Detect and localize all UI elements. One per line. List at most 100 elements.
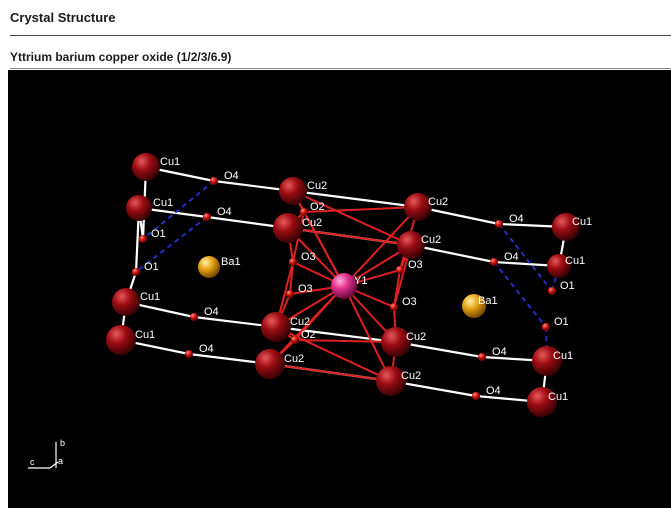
atom-label: Cu1 (565, 255, 585, 267)
atom-label: Cu2 (401, 370, 421, 382)
oxygen-atom[interactable] (478, 353, 486, 361)
atom-label: O4 (509, 213, 524, 225)
atom-label: Cu2 (406, 331, 426, 343)
copper-atom[interactable] (106, 325, 136, 355)
red-bond (294, 339, 397, 343)
oxygen-atom[interactable] (548, 287, 556, 295)
atom-label: Ba1 (221, 256, 241, 268)
copper-atom[interactable] (397, 231, 425, 259)
copper-atom[interactable] (404, 193, 432, 221)
atom-label: O4 (486, 385, 501, 397)
atom-label: Cu1 (572, 216, 592, 228)
barium-atom[interactable] (198, 256, 220, 278)
oxygen-atom[interactable] (495, 220, 503, 228)
red-bond (343, 285, 392, 382)
oxygen-atom[interactable] (190, 313, 198, 321)
atom-label: O4 (504, 251, 519, 263)
copper-atom[interactable] (255, 349, 285, 379)
atom-label: Cu2 (302, 217, 322, 229)
red-bond (287, 227, 412, 246)
atom-label: Cu2 (290, 316, 310, 328)
copper-atom[interactable] (132, 153, 160, 181)
axis-c-label: c (30, 457, 35, 467)
atom-label: O4 (199, 343, 214, 355)
dashed-bond (142, 180, 215, 240)
red-bond (303, 206, 419, 213)
oxygen-atom[interactable] (300, 208, 308, 216)
atom-label: O4 (204, 306, 219, 318)
oxygen-atom[interactable] (210, 177, 218, 185)
atom-label: O1 (554, 316, 569, 328)
white-bond (292, 189, 419, 209)
oxygen-atom[interactable] (490, 258, 498, 266)
barium-atom[interactable] (462, 294, 486, 318)
atom-label: O4 (492, 346, 507, 358)
atom-label: Ba1 (478, 295, 498, 307)
copper-atom[interactable] (547, 254, 571, 278)
axis-b-label: b (60, 438, 65, 448)
copper-atom[interactable] (552, 213, 580, 241)
atom-label: Cu2 (284, 353, 304, 365)
oxygen-atom[interactable] (472, 392, 480, 400)
oxygen-atom[interactable] (286, 290, 294, 298)
red-bond (343, 206, 419, 287)
oxygen-atom[interactable] (132, 268, 140, 276)
structure-name: Yttrium barium copper oxide (1/2/3/6.9) (10, 50, 232, 64)
atoms-layer (106, 153, 580, 417)
labels-layer: Cu1Cu1Cu1Cu1Cu1Cu1Cu1Cu1Cu2Cu2Cu2Cu2Cu2C… (135, 156, 592, 403)
oxygen-atom[interactable] (542, 323, 550, 331)
copper-atom[interactable] (376, 366, 406, 396)
section-divider (10, 35, 671, 36)
axis-a-line (49, 461, 59, 469)
atom-label: Cu1 (160, 156, 180, 168)
red-bond (269, 363, 392, 382)
atom-label: O2 (310, 201, 325, 213)
atom-label: O3 (298, 283, 313, 295)
atom-label: Cu1 (140, 291, 160, 303)
oxygen-atom[interactable] (139, 235, 147, 243)
axis-a-label: a (58, 456, 63, 466)
atom-label: Cu2 (307, 180, 327, 192)
structure-scene[interactable]: Cu1Cu1Cu1Cu1Cu1Cu1Cu1Cu1Cu2Cu2Cu2Cu2Cu2C… (8, 70, 671, 508)
atom-label: Cu1 (153, 197, 173, 209)
copper-atom[interactable] (381, 327, 411, 357)
atom-label: O3 (301, 251, 316, 263)
oxygen-atom[interactable] (291, 336, 299, 344)
copper-atom[interactable] (532, 346, 562, 376)
dashed-bond (135, 216, 208, 273)
atom-label: Cu1 (553, 350, 573, 362)
atom-label: Cu2 (421, 234, 441, 246)
oxygen-atom[interactable] (289, 258, 297, 266)
oxygen-atom[interactable] (185, 350, 193, 358)
atom-label: O4 (217, 206, 232, 218)
atom-label: Cu1 (135, 329, 155, 341)
atom-label: O4 (224, 170, 239, 182)
atom-label: O1 (151, 228, 166, 240)
dashed-bond (493, 261, 547, 328)
red-bond (303, 211, 345, 287)
oxygen-atom[interactable] (396, 266, 404, 274)
copper-atom[interactable] (279, 177, 307, 205)
copper-atom[interactable] (273, 213, 303, 243)
copper-atom[interactable] (112, 288, 140, 316)
atom-label: O1 (560, 280, 575, 292)
red-bond (275, 326, 392, 382)
oxygen-atom[interactable] (203, 213, 211, 221)
oxygen-atom[interactable] (390, 303, 398, 311)
white-bond (275, 325, 397, 344)
yttrium-atom[interactable] (331, 273, 357, 299)
axes-indicator: c a b (28, 438, 65, 469)
atom-label: Cu1 (548, 391, 568, 403)
copper-atom[interactable] (126, 195, 152, 221)
atom-label: Cu2 (428, 196, 448, 208)
atom-label: O3 (402, 296, 417, 308)
subtitle-divider (10, 68, 671, 69)
section-title: Crystal Structure (10, 10, 116, 25)
white-bond (410, 243, 495, 264)
atom-label: O1 (144, 261, 159, 273)
copper-atom[interactable] (527, 387, 557, 417)
red-bond (292, 190, 412, 246)
copper-atom[interactable] (261, 312, 291, 342)
atom-label: O2 (301, 329, 316, 341)
